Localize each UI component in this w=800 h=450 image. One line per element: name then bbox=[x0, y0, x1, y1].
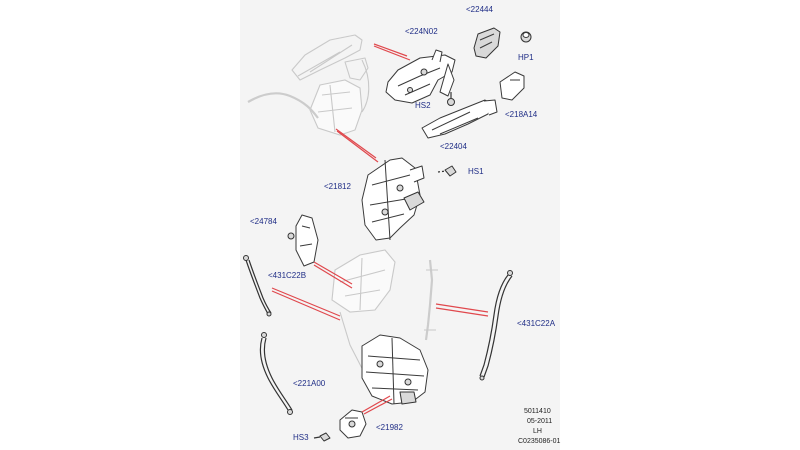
label-HS3: HS3 bbox=[293, 433, 309, 442]
leader-lines bbox=[271, 43, 489, 415]
label-HS2: HS2 bbox=[415, 101, 431, 110]
leader-224N02-a bbox=[373, 43, 408, 57]
label-21812: <21812 bbox=[324, 182, 351, 191]
label-431C22A: <431C22A bbox=[517, 319, 556, 328]
part-21982-striker bbox=[339, 409, 367, 439]
leader-21982-b bbox=[363, 398, 393, 415]
label-HS1: HS1 bbox=[468, 167, 484, 176]
footer-side: LH bbox=[533, 428, 542, 435]
footer-drawing-id: C0235086-01 bbox=[518, 438, 561, 445]
label-22404: <22404 bbox=[440, 142, 467, 151]
leader-21812-b bbox=[336, 130, 379, 163]
label-HP1: HP1 bbox=[518, 53, 534, 62]
part-224N02-handle-bracket bbox=[385, 49, 456, 104]
label-24784: <24784 bbox=[250, 217, 277, 226]
part-labels: <22444 <224N02 HP1 HS2 <218A14 <22404 HS… bbox=[250, 5, 556, 442]
label-224N02: <224N02 bbox=[405, 27, 438, 36]
part-HS3-screw bbox=[313, 432, 331, 442]
part-21812-latch-assembly bbox=[361, 157, 425, 241]
part-22444-cover bbox=[473, 27, 501, 59]
footer-ref: 5011410 bbox=[524, 408, 551, 415]
part-431C22A-rod bbox=[479, 270, 513, 381]
leader-431C22A-a bbox=[435, 303, 489, 313]
part-431C22B-cable bbox=[243, 255, 272, 317]
part-lock-actuator bbox=[361, 334, 429, 405]
label-221A00: <221A00 bbox=[293, 379, 326, 388]
leader-21982-a bbox=[361, 395, 391, 413]
ghost-latch-frame bbox=[247, 59, 370, 136]
leader-21812-a bbox=[335, 128, 377, 159]
leader-431C22A-b bbox=[435, 307, 489, 317]
label-218A14: <218A14 bbox=[505, 110, 538, 119]
label-431C22B: <431C22B bbox=[268, 271, 306, 280]
footer-reference: 5011410 05-2011 LH C0235086-01 bbox=[518, 408, 561, 445]
ghost-handle-assembly bbox=[291, 34, 369, 81]
ghost-lower-lock bbox=[331, 249, 438, 396]
leader-431C22B-b bbox=[271, 290, 341, 321]
part-24784-bracket bbox=[287, 214, 319, 267]
footer-date: 05-2011 bbox=[527, 418, 552, 425]
leader-431C22B-c bbox=[313, 261, 353, 285]
leader-224N02-b bbox=[373, 45, 411, 61]
label-22444: <22444 bbox=[466, 5, 493, 14]
part-HP1-plug bbox=[520, 31, 532, 43]
label-21982: <21982 bbox=[376, 423, 403, 432]
part-218A14-cap bbox=[499, 71, 525, 101]
leader-431C22B-d bbox=[313, 264, 353, 289]
part-HS1-screw bbox=[437, 165, 457, 177]
leader-431C22B-a bbox=[271, 287, 341, 317]
part-22404-exterior-handle bbox=[421, 99, 498, 139]
part-HS2-screw bbox=[447, 92, 455, 106]
part-221A00-cable bbox=[259, 332, 293, 415]
